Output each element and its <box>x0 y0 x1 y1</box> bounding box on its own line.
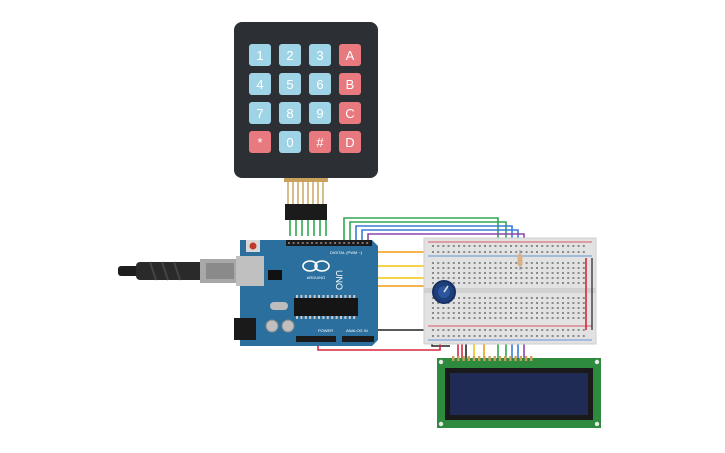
key-face <box>249 102 271 124</box>
potentiometer-icon[interactable] <box>432 280 456 304</box>
lcd-screen <box>450 373 588 415</box>
key-face <box>279 102 301 124</box>
keypad-key-6[interactable]: 6 <box>309 73 331 95</box>
key-label: 1 <box>256 48 263 63</box>
lcd-pins <box>452 356 533 361</box>
power-header <box>296 336 336 342</box>
key-label: 9 <box>316 106 323 121</box>
keypad-key-d[interactable]: D <box>339 131 361 153</box>
key-face <box>309 44 331 66</box>
key-label: # <box>316 135 324 150</box>
lcd-display[interactable] <box>437 356 601 428</box>
analog-label: ANALOG IN <box>346 328 368 333</box>
keypad-keys[interactable]: 1 2 3 A 4 5 6 B 7 8 9 C * 0 # D <box>249 44 361 153</box>
key-face <box>339 131 361 153</box>
digital-label: DIGITAL (PWM ~) <box>330 250 363 255</box>
keypad-key-4[interactable]: 4 <box>249 73 271 95</box>
usb-cable-icon <box>118 259 240 283</box>
key-label: 0 <box>286 135 293 150</box>
key-face <box>339 102 361 124</box>
key-label: 5 <box>286 77 293 92</box>
key-face <box>279 131 301 153</box>
power-jack <box>234 318 256 340</box>
key-label: 7 <box>256 106 263 121</box>
keypad-key-7[interactable]: 7 <box>249 102 271 124</box>
keypad-key-9[interactable]: 9 <box>309 102 331 124</box>
keypad-ribbon <box>284 178 328 220</box>
keypad-key-8[interactable]: 8 <box>279 102 301 124</box>
key-face <box>309 131 331 153</box>
key-face <box>279 73 301 95</box>
keypad-key-0[interactable]: 0 <box>279 131 301 153</box>
keypad-key-c[interactable]: C <box>339 102 361 124</box>
atmega-chip <box>294 298 358 316</box>
key-face <box>339 44 361 66</box>
arduino-logo-text: ARDUINO <box>307 275 325 280</box>
key-label: B <box>346 77 355 92</box>
key-label: A <box>346 48 355 63</box>
key-label: D <box>345 135 354 150</box>
key-label: 3 <box>316 48 323 63</box>
board-model: UNO <box>334 270 344 290</box>
arduino-pcb <box>240 240 378 346</box>
key-label: 8 <box>286 106 293 121</box>
keypad-key-2[interactable]: 2 <box>279 44 301 66</box>
arduino-logo <box>302 260 330 272</box>
keypad[interactable]: 1 2 3 A 4 5 6 B 7 8 9 C * 0 # D <box>234 22 378 220</box>
resistor[interactable] <box>517 250 523 270</box>
key-label: C <box>345 106 354 121</box>
power-label: POWER <box>318 328 333 333</box>
key-label: * <box>257 135 262 150</box>
key-face <box>309 73 331 95</box>
key-face <box>279 44 301 66</box>
key-label: 6 <box>316 77 323 92</box>
arduino-uno-board[interactable]: ARDUINO UNO DIGITAL (PWM ~) POWER ANALOG… <box>234 240 378 346</box>
key-face <box>309 102 331 124</box>
keypad-key-3[interactable]: 3 <box>309 44 331 66</box>
key-face <box>339 73 361 95</box>
keypad-key-1[interactable]: 1 <box>249 44 271 66</box>
keypad-key-star[interactable]: * <box>249 131 271 153</box>
key-face <box>249 73 271 95</box>
keypad-key-hash[interactable]: # <box>309 131 331 153</box>
analog-header <box>342 336 374 342</box>
key-label: 2 <box>286 48 293 63</box>
usb-port <box>236 256 264 286</box>
keypad-key-a[interactable]: A <box>339 44 361 66</box>
keypad-key-b[interactable]: B <box>339 73 361 95</box>
digital-header <box>286 240 372 246</box>
key-face <box>249 44 271 66</box>
breadboard[interactable] <box>423 237 597 345</box>
key-label: 4 <box>256 77 263 92</box>
keypad-key-5[interactable]: 5 <box>279 73 301 95</box>
key-face <box>249 131 271 153</box>
keypad-header <box>285 204 327 220</box>
breadboard-holes <box>432 245 585 337</box>
